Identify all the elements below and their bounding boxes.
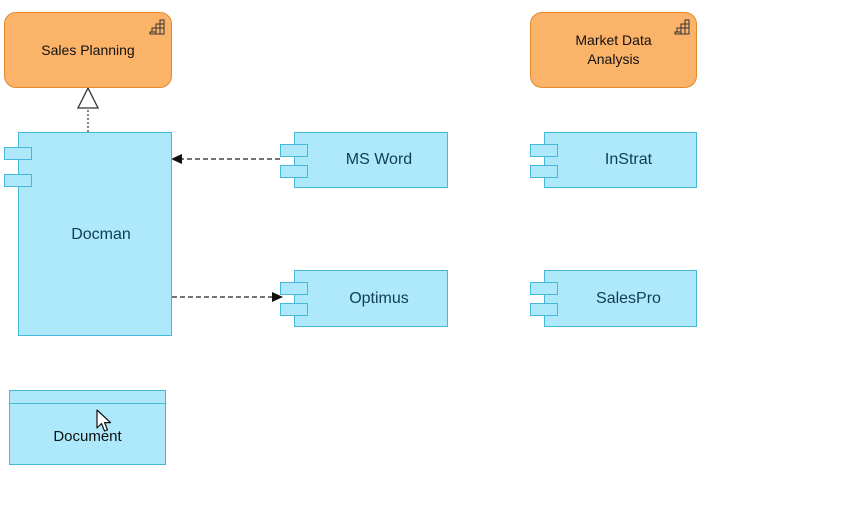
optimus-label: Optimus [349,289,409,307]
salespro-label: SalesPro [596,289,661,307]
mouse-pointer-icon [96,409,112,432]
component-tab-icon [530,282,558,295]
business-function-icon [149,19,165,35]
instrat-label: InStrat [604,151,653,168]
ms-word-label: MS Word [345,151,413,168]
component-tab-icon [530,303,558,316]
data-object-header-line [10,403,165,404]
component-tab-icon [280,282,308,295]
sales-planning-label: Sales Planning [41,41,135,58]
component-tab-icon [280,165,308,178]
sales-planning-node[interactable]: Sales Planning [4,12,172,88]
component-tab-icon [280,303,308,316]
component-tab-icon [4,147,32,160]
flow-arrowhead-docman [171,154,182,164]
realization-arrowhead [76,86,100,109]
docman-component[interactable]: Docman [4,132,172,336]
document-data-object[interactable]: Document [9,390,166,465]
component-tab-icon [4,174,32,187]
salespro-component[interactable]: SalesPro [530,270,697,327]
component-tab-icon [530,144,558,157]
component-tab-icon [530,165,558,178]
ms-word-component[interactable]: MS Word [280,132,448,188]
component-tab-icon [280,144,308,157]
docman-label: Docman [71,226,131,243]
instrat-component[interactable]: InStrat [530,132,697,188]
business-function-icon [674,19,690,35]
market-data-analysis-node[interactable]: Market Data Analysis [530,12,697,88]
document-label: Document [53,428,122,445]
market-data-analysis-label: Market Data Analysis [575,32,652,67]
optimus-component[interactable]: Optimus [280,270,448,327]
